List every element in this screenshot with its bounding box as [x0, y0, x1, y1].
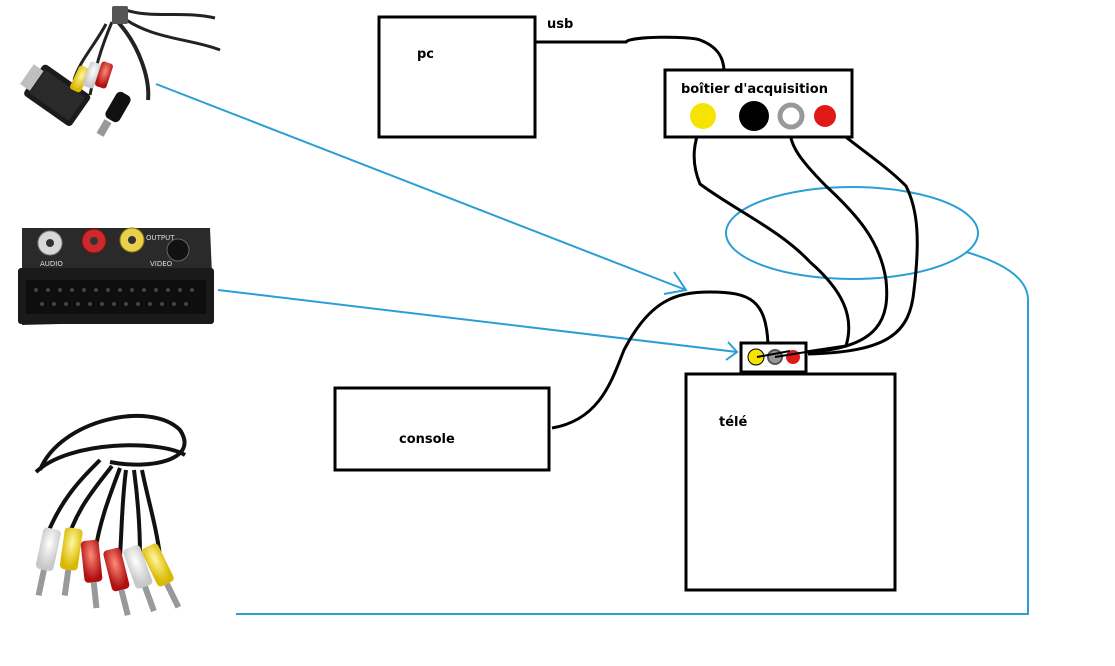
capture-white-port — [777, 102, 805, 130]
usb-label: usb — [547, 17, 573, 32]
pc-box: pc — [377, 15, 537, 139]
adapter-audio-text: AUDIO — [40, 260, 63, 268]
usb-wire — [536, 35, 726, 73]
rca-cable-image — [34, 414, 187, 557]
capture-svideo-port — [739, 101, 769, 131]
console-wire — [551, 290, 770, 430]
console-label: console — [399, 432, 455, 447]
wires — [536, 35, 919, 430]
adapter-video-text: VIDEO — [150, 260, 173, 268]
adapter-output-text: OUTPUT — [146, 234, 175, 242]
arrow-scart-cable — [155, 83, 687, 291]
arrow-head-scart-cable — [663, 271, 688, 295]
annotation-lines — [155, 83, 1029, 615]
tv-yellow-port — [747, 348, 765, 366]
tv-label: télé — [719, 415, 747, 430]
capture-yellow-port — [690, 103, 716, 129]
tv-box: télé — [684, 372, 897, 592]
arrow-head-scart-adapter — [725, 341, 739, 361]
wire-yellow — [692, 119, 851, 354]
scart-adapter-image: AUDIO VIDEO OUTPUT — [18, 227, 214, 325]
scart-rca-cable-image — [20, 6, 221, 137]
cable-highlight-ellipse — [725, 186, 979, 280]
wire-red — [807, 118, 919, 356]
rca-plugs-image — [35, 527, 182, 616]
capture-box: boîtier d'acquisition — [663, 68, 854, 139]
pc-label: pc — [417, 47, 434, 62]
console-box: console — [333, 386, 551, 472]
arrow-scart-adapter — [217, 289, 738, 353]
tv-adapter-connector — [739, 341, 808, 374]
wire-white — [788, 119, 889, 354]
capture-red-port — [814, 105, 836, 127]
rca-cable-pointer-line — [236, 251, 1029, 615]
capture-box-label: boîtier d'acquisition — [681, 82, 828, 97]
